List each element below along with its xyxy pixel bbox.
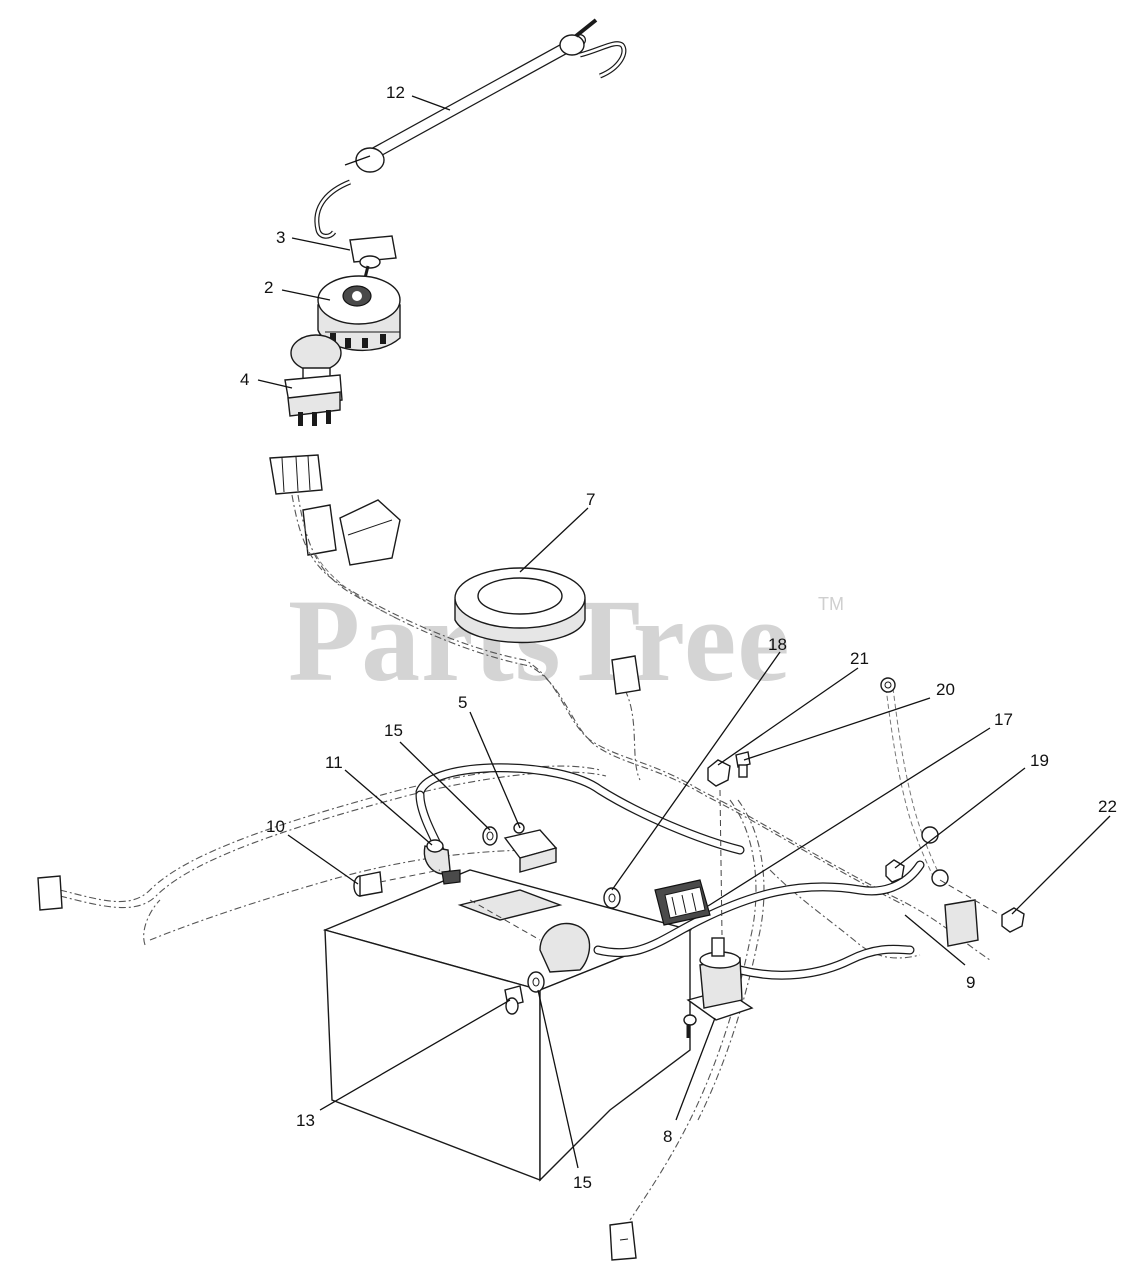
part-19-nut[interactable] bbox=[885, 859, 905, 883]
harness-connector-left[interactable] bbox=[37, 875, 63, 911]
callout-8[interactable]: 8 bbox=[663, 1127, 672, 1146]
callout-labels: 12 3 2 4 7 18 21 20 5 15 11 17 19 10 22 … bbox=[240, 83, 1117, 1192]
part-2-ignition-switch[interactable] bbox=[317, 275, 401, 352]
callout-22[interactable]: 22 bbox=[1098, 797, 1117, 816]
part-10-bolt[interactable] bbox=[353, 871, 383, 897]
callout-3[interactable]: 3 bbox=[276, 228, 285, 247]
harness-connector-top[interactable] bbox=[269, 454, 401, 566]
callout-4[interactable]: 4 bbox=[240, 370, 249, 389]
callout-13[interactable]: 13 bbox=[296, 1111, 315, 1130]
ring-terminal[interactable] bbox=[880, 677, 896, 693]
part-20-screw[interactable] bbox=[735, 751, 751, 778]
part-8-starter-solenoid[interactable] bbox=[683, 937, 754, 1038]
callout-12[interactable]: 12 bbox=[386, 83, 405, 102]
part-5-relay-module[interactable] bbox=[503, 822, 558, 873]
part-12-harness-rod[interactable] bbox=[314, 18, 627, 239]
callout-15-bottom[interactable]: 15 bbox=[573, 1173, 592, 1192]
callout-9[interactable]: 9 bbox=[966, 973, 975, 992]
part-22-bolt[interactable] bbox=[1001, 907, 1025, 933]
callout-2[interactable]: 2 bbox=[264, 278, 273, 297]
callout-19[interactable]: 19 bbox=[1030, 751, 1049, 770]
leader-lines bbox=[257, 95, 1111, 1169]
part-11-cable-clamp[interactable] bbox=[423, 839, 461, 885]
callout-10[interactable]: 10 bbox=[266, 817, 285, 836]
callout-20[interactable]: 20 bbox=[936, 680, 955, 699]
callout-15-top[interactable]: 15 bbox=[384, 721, 403, 740]
part-4-pto-switch[interactable] bbox=[284, 334, 343, 426]
ring-terminal-right[interactable] bbox=[921, 826, 949, 887]
callout-21[interactable]: 21 bbox=[850, 649, 869, 668]
callout-7[interactable]: 7 bbox=[586, 490, 595, 509]
callout-17[interactable]: 17 bbox=[994, 710, 1013, 729]
wiring-harness bbox=[59, 494, 991, 1221]
callout-5[interactable]: 5 bbox=[458, 693, 467, 712]
part-17-harness-connector[interactable] bbox=[654, 879, 711, 926]
alignment-lines bbox=[379, 789, 1001, 941]
battery[interactable] bbox=[322, 869, 693, 1182]
harness-connector-right[interactable] bbox=[944, 899, 979, 947]
callout-11[interactable]: 11 bbox=[325, 753, 343, 772]
watermark-trademark: TM bbox=[818, 594, 844, 614]
harness-connector-bottom[interactable] bbox=[609, 1221, 637, 1261]
harness-connector-middle[interactable] bbox=[611, 655, 641, 695]
part-21-nut[interactable] bbox=[707, 759, 731, 787]
callout-18[interactable]: 18 bbox=[768, 635, 787, 654]
part-15-washer-bottom[interactable] bbox=[527, 971, 545, 993]
part-7-round-cover[interactable] bbox=[454, 567, 586, 644]
part-15-washer-top[interactable] bbox=[482, 826, 498, 846]
part-18-washer[interactable] bbox=[603, 887, 621, 909]
part-3-ignition-key[interactable] bbox=[349, 235, 397, 283]
